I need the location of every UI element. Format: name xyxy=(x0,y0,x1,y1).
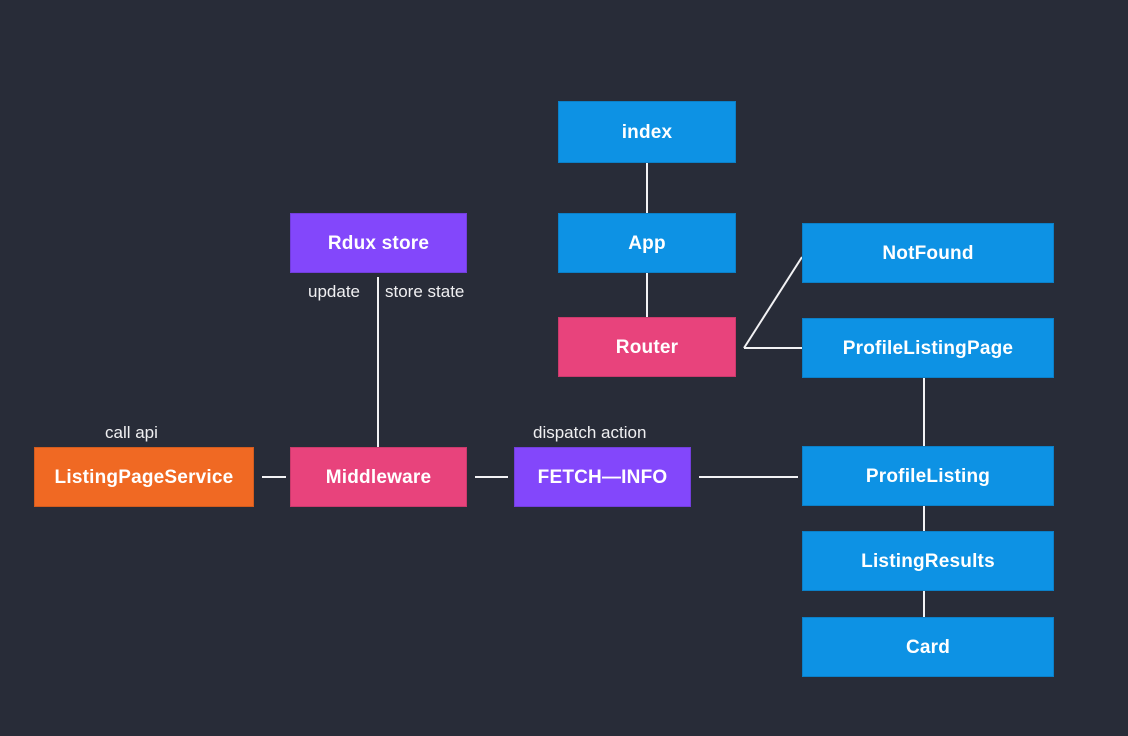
node-label: ListingResults xyxy=(861,550,995,572)
node-label: Rdux store xyxy=(327,232,430,254)
node-listing-results[interactable]: ListingResults xyxy=(802,531,1054,591)
edge-label-dispatch-action: dispatch action xyxy=(533,423,647,442)
node-label: App xyxy=(628,232,666,254)
node-card[interactable]: Card xyxy=(802,617,1054,677)
node-listing-page-service[interactable]: ListingPageService xyxy=(34,447,254,507)
edge-label-store-state: store state xyxy=(385,282,465,301)
node-label: Middleware xyxy=(325,466,432,488)
node-router[interactable]: Router xyxy=(558,317,736,377)
node-not-found[interactable]: NotFound xyxy=(802,223,1054,283)
node-label: Router xyxy=(615,336,679,358)
node-rdux-store[interactable]: Rdux store xyxy=(290,213,467,273)
node-profile-listing[interactable]: ProfileListing xyxy=(802,446,1054,506)
node-label: ProfileListingPage xyxy=(842,337,1014,359)
node-label: index xyxy=(621,121,673,143)
edge-label-call-api: call api xyxy=(105,423,158,442)
node-label: Card xyxy=(905,636,951,658)
node-middleware[interactable]: Middleware xyxy=(290,447,467,507)
node-fetch-info[interactable]: FETCH—INFO xyxy=(514,447,691,507)
node-label: ListingPageService xyxy=(54,466,234,488)
edge-router-notfound xyxy=(743,256,803,349)
node-label: NotFound xyxy=(882,242,974,264)
node-app[interactable]: App xyxy=(558,213,736,273)
node-label: ProfileListing xyxy=(865,465,991,487)
node-profile-listing-page[interactable]: ProfileListingPage xyxy=(802,318,1054,378)
node-index[interactable]: index xyxy=(558,101,736,163)
node-label: FETCH—INFO xyxy=(537,466,668,488)
edge-label-update: update xyxy=(308,282,360,301)
